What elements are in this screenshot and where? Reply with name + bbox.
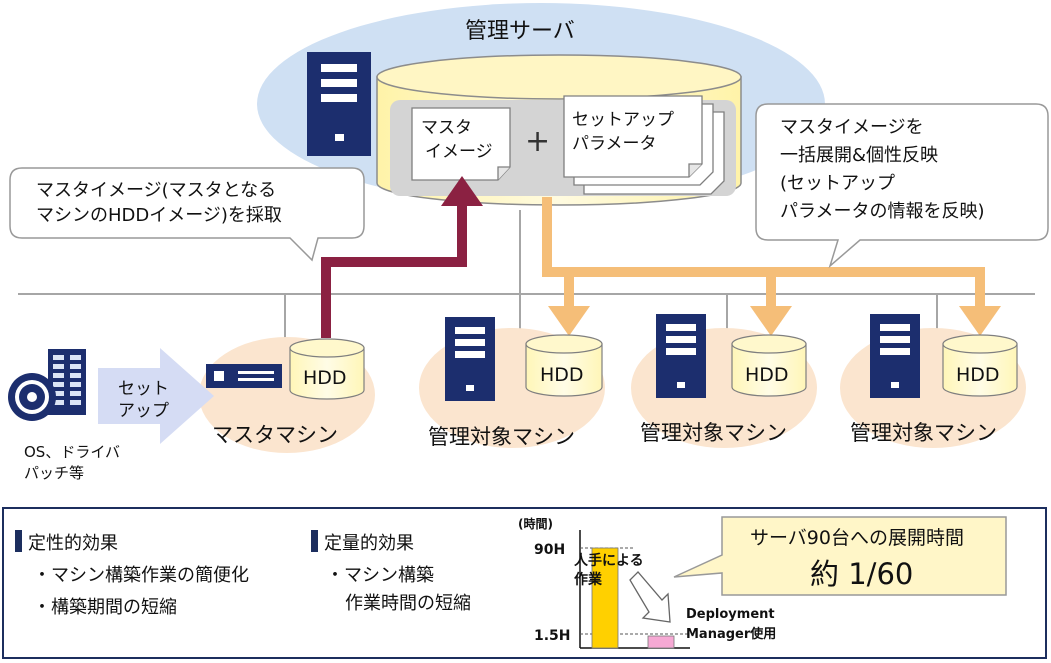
qualitative-item-1: ・マシン構築作業の簡便化 — [33, 565, 249, 586]
setup-params-label: セットアップ パラメータ — [572, 110, 674, 154]
qualitative-item-2: ・構築期間の短縮 — [33, 597, 177, 618]
hdd-icon-2 — [731, 334, 807, 397]
hdd-label-master: HDD — [303, 367, 347, 389]
chart-ytick-1-5h: 1.5H — [534, 628, 571, 644]
chart-bar-2 — [647, 635, 675, 649]
capture-arrow-icon — [321, 176, 483, 338]
hdd-label-1: HDD — [540, 364, 584, 386]
chart-ylabel: (時間) — [518, 516, 553, 531]
right-callout-text: マスタイメージを 一括展開&個性反映 (セットアップ パラメータの情報を反映) — [780, 117, 985, 222]
chart-bar-1 — [591, 547, 619, 649]
bar-label-manual-line-1: 人手による — [574, 552, 644, 569]
server-title: 管理サーバ — [465, 19, 575, 44]
time-comparison-chart: (時間) 90H 1.5H 人手による 作業 Deployment Manage… — [518, 516, 776, 649]
result-callout-line-2: 約 1/60 — [810, 557, 914, 591]
deploy-arrows-icon — [542, 197, 1001, 336]
bar-label-dm-line-2: Manager使用 — [686, 626, 776, 642]
hdd-icon-3 — [942, 334, 1018, 397]
hdd-icon-1 — [525, 334, 603, 397]
master-machine-label: マスタマシン — [212, 423, 338, 447]
managed-machine-label-1: 管理対象マシン — [428, 425, 575, 449]
managed-machine-label-3: 管理対象マシン — [850, 421, 997, 445]
left-callout — [9, 167, 365, 262]
hdd-label-2: HDD — [745, 364, 789, 386]
master-image-label: マスタ イメージ — [421, 118, 493, 162]
hdd-icon-master — [289, 338, 365, 400]
qualitative-marker — [15, 530, 22, 552]
quantitative-item-line-2: 作業時間の短縮 — [345, 593, 471, 614]
right-callout — [755, 103, 1049, 269]
quantitative-item-line-1: ・マシン構築 — [326, 565, 434, 586]
result-callout-line-1: サーバ90台への展開時間 — [750, 527, 964, 549]
chart-ytick-90h: 90H — [534, 542, 565, 558]
server-tower-icon — [307, 52, 371, 156]
managed-server-icon-2 — [656, 314, 706, 398]
setup-media-icon — [8, 349, 86, 421]
qualitative-title: 定性的効果 — [28, 533, 118, 554]
bar-label-manual-line-2: 作業 — [574, 571, 603, 588]
reduction-arrow-icon — [629, 571, 671, 623]
left-callout-text: マスタイメージ(マスタとなる マシンのHDDイメージ)を採取 — [36, 180, 282, 226]
bar-label-dm-line-1: Deployment — [686, 607, 775, 622]
setup-arrow-icon — [98, 348, 214, 444]
quantitative-marker — [311, 530, 318, 552]
managed-server-icon-1 — [445, 317, 495, 401]
master-machine-icon — [206, 364, 282, 388]
setup-param-card — [563, 95, 725, 195]
setup-media-label: OS、ドライバ パッチ等 — [24, 443, 121, 482]
managed-machine-label-2: 管理対象マシン — [640, 421, 787, 445]
managed-server-icon-3 — [870, 314, 920, 398]
quantitative-title: 定量的効果 — [324, 533, 414, 554]
plus-sign: + — [525, 124, 551, 159]
hdd-label-3: HDD — [956, 364, 1000, 386]
setup-arrow-label: セット アップ — [118, 379, 169, 421]
result-callout — [673, 516, 1007, 596]
master-image-card — [411, 107, 511, 181]
